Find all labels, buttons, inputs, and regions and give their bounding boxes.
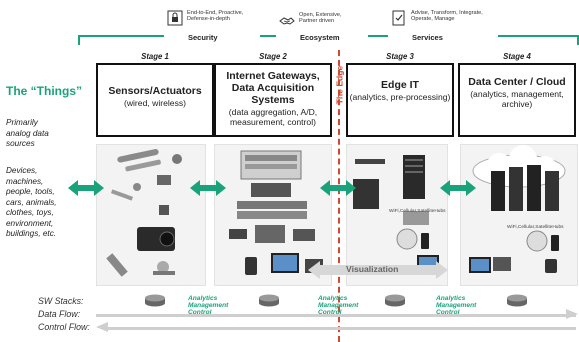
things-title: The “Things” <box>6 84 82 98</box>
sw-stack-disk-1 <box>145 294 165 307</box>
arrow-stage3-stage4 <box>440 180 476 196</box>
banner-drop-left <box>78 35 80 45</box>
ecosystem-label: Ecosystem <box>300 33 340 42</box>
left-note-line: cars, animals, <box>6 197 57 207</box>
lock-icon <box>167 10 183 26</box>
left-note-line: clothes, toys, <box>6 208 54 217</box>
stage-2-box: Internet Gateways, Data Acquisition Syst… <box>214 63 332 137</box>
control-flow-arrowhead <box>96 322 108 332</box>
left-note-line: sources <box>6 139 35 148</box>
amc-line: Analytics <box>188 295 218 302</box>
amc-line: Analytics <box>318 295 348 302</box>
stage-4-title: Data Center / Cloud <box>468 76 566 88</box>
handshake-icon <box>279 17 295 25</box>
stage-1-box: Sensors/Actuators (wired, wireless) <box>96 63 214 137</box>
stage-2-label: Stage 2 <box>259 52 287 61</box>
security-label: Security <box>188 33 218 42</box>
edge-label: The Edge <box>334 65 345 105</box>
cloud-illustration <box>469 145 566 273</box>
control-flow-label: Control Flow: <box>38 322 90 332</box>
sw-stack-disk-3 <box>385 294 405 307</box>
visualization-arrow <box>308 261 448 279</box>
arrow-stage1-stage2 <box>190 180 226 196</box>
visualization-label: Visualization <box>346 264 399 274</box>
stage-3-label: Stage 3 <box>386 52 414 61</box>
stage-3-title: Edge IT <box>381 79 419 91</box>
stage-2-title: Internet Gateways, Data Acquisition Syst… <box>226 70 320 106</box>
stage-4-label: Stage 4 <box>503 52 531 61</box>
stage-1-sub: (wired, wireless) <box>123 98 187 108</box>
left-note-line: machines, <box>6 176 44 186</box>
amc-label-2: Analytics Management Control <box>318 295 358 316</box>
stage-4-wifi-label: WiFi,Cellular,SatelliteHubs <box>507 225 564 230</box>
security-desc: End-to-End, Proactive, Defense-in-depth <box>187 10 244 23</box>
services-badge: Advise, Transform, Integrate, Operate, M… <box>388 10 498 42</box>
gateways-illustration <box>229 150 323 275</box>
arrow-stage2-stage3 <box>320 180 356 196</box>
control-flow-line <box>104 327 576 330</box>
amc-line: Management <box>188 302 229 309</box>
services-desc: Advise, Transform, Integrate, Operate, M… <box>411 10 483 23</box>
ecosystem-badge: Open, Extensive, Partner driven Ecosyste… <box>276 12 368 44</box>
left-note-line: Primarily <box>6 118 38 127</box>
stage-1-title: Sensors/Actuators <box>108 85 202 97</box>
stage-1-image-panel <box>96 144 206 286</box>
sw-stack-disk-2 <box>259 294 279 307</box>
amc-line: Control <box>436 309 460 316</box>
left-note-line: people, tools, <box>6 187 55 196</box>
stage-3-image-panel: WiFi,Cellular,SatelliteHubs <box>346 144 448 286</box>
stage-4-box: Data Center / Cloud (analytics, manageme… <box>458 63 576 137</box>
left-note-line: buildings, etc. <box>6 229 57 238</box>
document-check-icon <box>392 10 405 26</box>
amc-line: Control <box>188 309 212 316</box>
data-flow-line <box>96 314 576 317</box>
stage-2-sub: (data aggregation, A/D, measurement, con… <box>228 107 318 127</box>
banner-drop-right <box>577 35 579 45</box>
amc-label-3: Analytics Management Control <box>436 295 476 316</box>
data-flow-arrowhead <box>566 309 578 319</box>
amc-line: Management <box>318 302 359 309</box>
left-note-line: environment, <box>6 218 54 228</box>
edge-divider <box>338 50 340 342</box>
stage-1-label: Stage 1 <box>141 52 169 61</box>
ecosystem-desc: Open, Extensive, Partner driven <box>299 12 342 25</box>
left-note-line: Devices, <box>6 166 38 175</box>
sw-stack-disk-4 <box>507 294 527 307</box>
data-flow-label: Data Flow: <box>38 309 81 319</box>
stage-3-box: Edge IT (analytics, pre-processing) <box>346 63 454 137</box>
left-note-things: Devices, machines, people, tools, cars, … <box>6 166 57 240</box>
security-badge: End-to-End, Proactive, Defense-in-depth … <box>164 10 260 42</box>
amc-label-1: Analytics Management Control <box>188 295 228 316</box>
sw-stacks-label: SW Stacks: <box>38 296 84 306</box>
arrow-things-stage1 <box>68 180 104 196</box>
left-note-line: analog data <box>6 128 49 138</box>
stage-4-sub: (analytics, management, archive) <box>470 89 564 109</box>
amc-line: Analytics <box>436 295 466 302</box>
stage-4-image-panel: WiFi,Cellular,SatelliteHubs <box>460 144 578 286</box>
sensors-illustration <box>106 149 182 277</box>
amc-line: Control <box>318 309 342 316</box>
stage-2-image-panel <box>214 144 332 286</box>
amc-line: Management <box>436 302 477 309</box>
left-note-analog: Primarily analog data sources <box>6 118 49 150</box>
stage-3-wifi-label: WiFi,Cellular,SatelliteHubs <box>389 209 446 214</box>
services-label: Services <box>412 33 443 42</box>
stage-3-sub: (analytics, pre-processing) <box>349 92 451 102</box>
